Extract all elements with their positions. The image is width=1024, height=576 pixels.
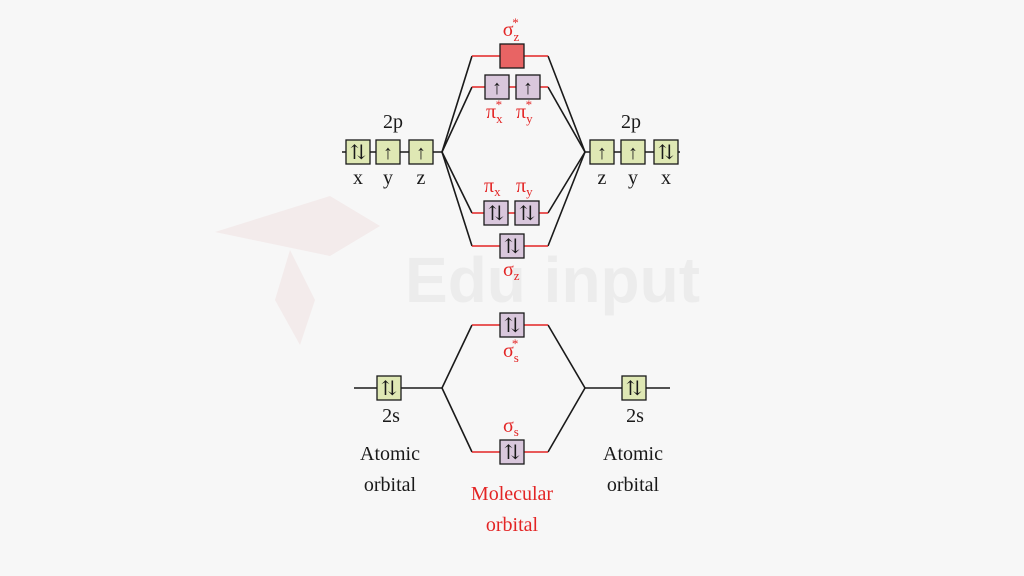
electron-arrows: ⇅ bbox=[350, 142, 367, 164]
mo-sigma-s-star: ⇅ σs* bbox=[499, 312, 525, 365]
orbital-box bbox=[483, 200, 509, 226]
mo-sigma-s: σs ⇅ bbox=[499, 415, 525, 465]
orbital-box bbox=[499, 312, 525, 338]
orbital-box bbox=[653, 139, 679, 165]
caption-line: Molecular bbox=[471, 483, 554, 505]
electron-arrows: ⇅ bbox=[504, 315, 521, 337]
orbital-box bbox=[484, 74, 510, 100]
mo-label: πy bbox=[516, 175, 533, 199]
orbital-box bbox=[499, 439, 525, 465]
electron-arrows: ⇅ bbox=[658, 142, 675, 164]
axis-label-x: x bbox=[353, 167, 363, 189]
electron-arrows: ↑ bbox=[383, 142, 393, 164]
orbital-box bbox=[345, 139, 371, 165]
mo-label: σs* bbox=[503, 336, 519, 365]
axis-label-z: z bbox=[417, 167, 426, 189]
mo-pi-star: ↑ ↑ πx* πy* bbox=[484, 74, 541, 126]
molecular-caption: Molecular orbital bbox=[471, 483, 554, 536]
left-caption: Atomic orbital bbox=[360, 443, 420, 496]
left-2s-group: ⇅ 2s bbox=[376, 375, 402, 427]
mo-label: πx* bbox=[486, 97, 503, 126]
caption-line: Atomic bbox=[603, 443, 663, 465]
electron-arrows: ↑ bbox=[492, 77, 502, 99]
electron-arrows: ↑ bbox=[597, 142, 607, 164]
axis-label-z: z bbox=[598, 167, 607, 189]
orbital-box bbox=[408, 139, 434, 165]
orbital-box bbox=[375, 139, 401, 165]
electron-arrows: ↑ bbox=[416, 142, 426, 164]
right-2s-group: ⇅ 2s bbox=[621, 375, 647, 427]
right-2p-label: 2p bbox=[621, 111, 641, 133]
left-2p-group: 2p ⇅ ↑ ↑ x y z bbox=[345, 111, 434, 189]
orbital-box bbox=[376, 375, 402, 401]
left-2p-label: 2p bbox=[383, 111, 403, 133]
electron-arrows: ⇅ bbox=[488, 203, 505, 225]
mo-sigma-z-star: σz* bbox=[499, 15, 525, 69]
caption-line: orbital bbox=[607, 474, 660, 496]
orbital-box bbox=[589, 139, 615, 165]
axis-label-x: x bbox=[661, 167, 671, 189]
electron-arrows: ⇅ bbox=[626, 378, 643, 400]
left-2p-z-orbital: ↑ bbox=[408, 139, 434, 165]
right-2s-label: 2s bbox=[626, 405, 644, 427]
right-caption: Atomic orbital bbox=[603, 443, 663, 496]
electron-arrows: ⇅ bbox=[519, 203, 536, 225]
caption-line: orbital bbox=[364, 474, 417, 496]
caption-line: orbital bbox=[486, 514, 539, 536]
mo-label: σz* bbox=[503, 15, 520, 44]
electron-arrows: ↑ bbox=[628, 142, 638, 164]
right-2p-group: 2p ↑ ↑ ⇅ z y x bbox=[589, 111, 679, 189]
watermark: Edu input bbox=[215, 196, 700, 345]
left-2s-label: 2s bbox=[382, 405, 400, 427]
caption-line: Atomic bbox=[360, 443, 420, 465]
watermark-text: Edu input bbox=[405, 244, 700, 316]
orbital-box bbox=[499, 43, 525, 69]
right-2p-x-orbital: ⇅ bbox=[653, 139, 679, 165]
electron-arrows: ⇅ bbox=[504, 442, 521, 464]
mo-label: πy* bbox=[516, 97, 533, 126]
axis-label-y: y bbox=[383, 167, 393, 189]
right-2p-z-orbital: ↑ bbox=[589, 139, 615, 165]
electron-arrows: ⇅ bbox=[381, 378, 398, 400]
electron-arrows: ⇅ bbox=[504, 236, 521, 258]
electron-arrows: ↑ bbox=[523, 77, 533, 99]
axis-label-y: y bbox=[628, 167, 638, 189]
orbital-box bbox=[621, 375, 647, 401]
left-2p-y-orbital: ↑ bbox=[375, 139, 401, 165]
mo-label: σz bbox=[503, 259, 520, 283]
orbital-box bbox=[620, 139, 646, 165]
left-2p-x-orbital: ⇅ bbox=[345, 139, 371, 165]
orbital-box bbox=[515, 74, 541, 100]
watermark-logo bbox=[215, 196, 380, 345]
right-2p-y-orbital: ↑ bbox=[620, 139, 646, 165]
mo-pi: πx πy ⇅ ⇅ bbox=[483, 175, 540, 226]
orbital-box bbox=[499, 233, 525, 259]
mo-sigma-z: ⇅ σz bbox=[499, 233, 525, 283]
mo-label: σs bbox=[503, 415, 519, 439]
mo-label: πx bbox=[484, 175, 501, 199]
orbital-box bbox=[514, 200, 540, 226]
